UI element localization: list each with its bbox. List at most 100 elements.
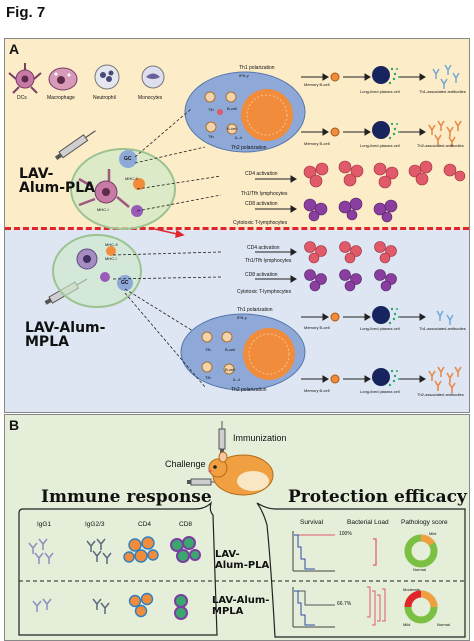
protection-efficacy-header: Protection efficacy	[288, 487, 467, 507]
tfh-label-pla-2: Tfh	[208, 134, 214, 139]
ctl-cluster-pla	[303, 197, 398, 223]
figure-title: Fig. 7	[6, 4, 46, 21]
cell-label-macrophage: Macrophage	[47, 95, 75, 101]
ctl-label-pla: Cytotoxic T-lymphocytes	[233, 220, 288, 226]
plasma-cell	[372, 368, 400, 387]
macrophage-icon	[48, 67, 78, 91]
il4-label-mpla: IL-4	[233, 377, 240, 382]
th1-polarization-mpla: Th1 polarization	[237, 307, 273, 313]
mhc2-label-pla: MHC-II	[125, 176, 138, 181]
tfh-label-mpla-2: Tfh	[205, 375, 211, 380]
cell-label-dcs: DCs	[17, 95, 27, 101]
mhc1-label-mpla: MHC-I	[105, 256, 117, 261]
plasma-cell	[372, 66, 400, 85]
bacterial-load-label: Bacterial Load	[347, 519, 389, 526]
igg23-label: IgG2/3	[85, 521, 105, 528]
cell-label-monocytes: Monocytes	[138, 95, 163, 101]
protection-efficacy-box	[256, 502, 466, 638]
panel-a: A	[4, 38, 470, 413]
syringe-pla-icon	[54, 130, 96, 160]
mhc2-label-mpla: MHC-II	[105, 242, 118, 247]
th2-antibodies-mpla	[428, 366, 462, 393]
cd8-cells-row1	[170, 536, 201, 563]
igg1-antibodies-row1	[28, 538, 54, 564]
normal-label-row1: Normal	[413, 567, 426, 572]
memory-b-cell	[330, 127, 340, 137]
igg23-antibodies-row2	[92, 598, 110, 614]
survival-pct-row2: 66.7%	[337, 601, 352, 607]
b-cell-label-pla-1: B-cell	[227, 106, 238, 111]
vaccine-label-pla: LAV- Alum-PLA	[19, 166, 96, 196]
th1-polarization-pla: Th1 polarization	[239, 65, 275, 71]
survival-plot-row1	[292, 531, 335, 572]
igg23-antibodies-row1	[86, 538, 112, 564]
panel-a-letter: A	[9, 41, 20, 57]
th1-tfh-cluster-mpla	[304, 241, 397, 264]
pathology-donut-row1	[404, 534, 438, 568]
b-cell-label-mpla-1: B-cell	[225, 347, 236, 352]
immunization-label: Immunization	[233, 433, 287, 443]
th1-tfh-label-pla: Th1/Tfh lymphocytes	[241, 191, 288, 197]
cd8-activation-mpla: CD8 activation	[245, 272, 278, 278]
immunization-syringe-icon	[218, 421, 226, 453]
igg1-label: IgG1	[37, 521, 52, 528]
bacterial-load-row1	[373, 538, 377, 566]
tfh-label-mpla-1: Tfh	[205, 347, 211, 352]
moderate-label-row2: Moderate	[403, 587, 420, 592]
pathology-score-label: Pathology score	[401, 519, 448, 526]
immune-response-box	[18, 501, 218, 636]
row2-vaccine-label: LAV-Alum- MPLA	[212, 595, 270, 617]
gc-label-mpla: GC	[121, 280, 129, 286]
b-cell-label-pla-2: B-cell	[227, 126, 238, 131]
plasma-label-pla-1: Long-lived plasma cell	[360, 89, 400, 94]
pathology-donut-row2	[404, 590, 438, 624]
cd4-cells-row2	[128, 592, 154, 618]
plasma-label-mpla-1: Long-lived plasma cell	[360, 326, 400, 331]
ctl-cluster-mpla	[304, 269, 397, 292]
memory-b-cell	[330, 312, 340, 322]
germinal-center-pla	[184, 71, 306, 153]
b-cell-label-mpla-2: B-cell	[225, 367, 236, 372]
th1-tfh-cluster-pla	[303, 160, 466, 189]
plasma-label-mpla-2: Long-lived plasma cell	[360, 389, 400, 394]
th1-tfh-label-mpla: Th1/Tfh lymphocytes	[245, 258, 292, 264]
cd4-cells-row1	[123, 536, 159, 563]
mild-label-row2: Mild	[403, 622, 411, 627]
normal-label-row2: Normal	[437, 622, 450, 627]
cd4-label: CD4	[138, 521, 152, 528]
cd4-activation-pla: CD4 activation	[245, 171, 278, 177]
survival-plot-row2	[292, 587, 335, 628]
mild-label-row1: Mild	[429, 531, 437, 536]
gc-label-pla: GC	[124, 156, 132, 162]
igg1-antibodies-row2	[32, 598, 52, 612]
memory-b-label-mpla-1: Memory B-cell	[304, 325, 330, 330]
dc-icon	[8, 63, 42, 94]
ctl-label-mpla: Cytotoxic T-lymphocytes	[237, 289, 292, 295]
cd8-cells-row2	[174, 594, 188, 620]
lymph-node-mpla	[52, 234, 142, 308]
antibodies-th1-mpla: Th1-associated antibodies	[419, 326, 466, 331]
germinal-center-mpla	[180, 313, 306, 391]
connector-lines	[112, 108, 222, 388]
th2-polarization-pla: Th2 polarization	[231, 145, 267, 151]
plasma-cell	[372, 306, 400, 325]
memory-b-cell	[330, 72, 340, 82]
immune-response-header: Immune response	[41, 487, 212, 507]
ifn-label-pla: IFN-γ	[239, 73, 249, 78]
cd8-label: CD8	[179, 521, 193, 528]
section-divider	[5, 227, 469, 230]
monocyte-icon	[141, 65, 165, 89]
hamster-icon	[208, 451, 274, 496]
antibodies-th1-pla: Th1-associated antibodies	[419, 89, 466, 94]
survival-pct-row1: 100%	[339, 531, 352, 537]
memory-b-cell	[330, 374, 340, 384]
th2-antibodies-pla	[428, 120, 462, 147]
cd4-activation-mpla: CD4 activation	[247, 245, 280, 251]
arrows-mpla	[255, 248, 426, 383]
antibodies-th2-pla: Th2-associated antibodies	[417, 143, 464, 148]
survival-label: Survival	[300, 519, 324, 526]
th1-antibodies-mpla	[436, 310, 454, 325]
memory-b-label-mpla-2: Memory B-cell	[304, 388, 330, 393]
memory-b-label-pla-2: Memory B-cell	[304, 141, 330, 146]
plasma-cell	[372, 121, 400, 140]
